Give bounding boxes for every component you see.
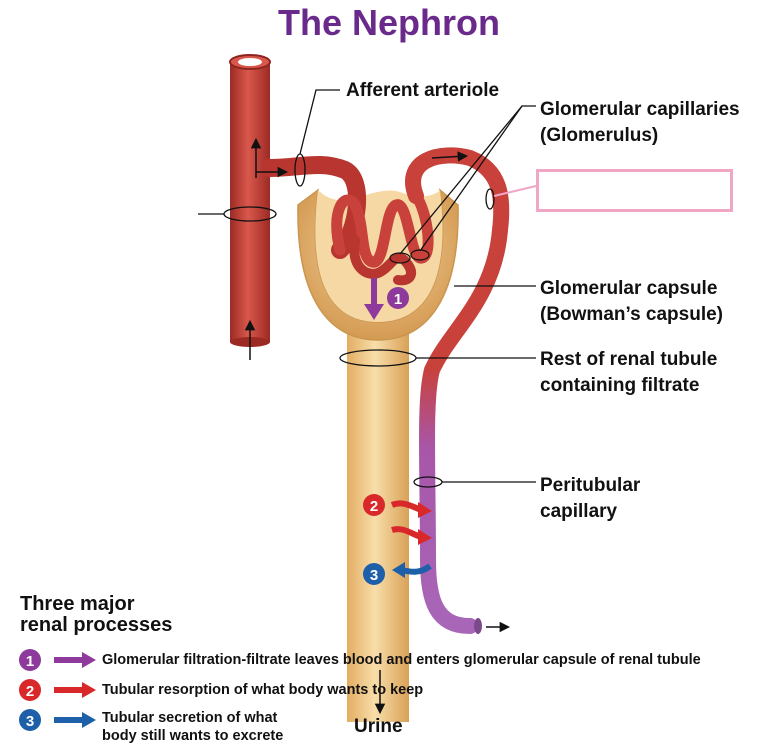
process-3-text-line1: Tubular secretion of what (102, 710, 278, 726)
process-2-text: Tubular resorption of what body wants to… (102, 682, 424, 698)
label-glomerular-capillaries: Glomerular capillaries (540, 99, 740, 120)
process-3-text-line2: body still wants to excrete (102, 728, 284, 744)
leader-efferent-blank (493, 185, 537, 197)
label-containing-filtrate: containing filtrate (540, 375, 700, 396)
label-afferent-arteriole: Afferent arteriole (346, 80, 500, 101)
leader-afferent (299, 89, 340, 155)
label-glomerular-capsule: Glomerular capsule (540, 278, 718, 299)
processes-heading: Three major renal processes (20, 594, 172, 636)
label-rest-of-tubule: Rest of renal tubule (540, 349, 718, 370)
filtration-arrow-head (364, 304, 384, 320)
page-title: The Nephron (278, 2, 500, 43)
ring-efferent (485, 188, 495, 210)
badge-2-diagram (363, 494, 385, 516)
legend-badge-3 (19, 709, 41, 731)
legend-arrow-2-head (82, 682, 96, 698)
legend-arrow-3-head (82, 712, 96, 728)
renal-tubule (347, 330, 409, 722)
glomerulus-loops (331, 190, 434, 268)
afferent-arteriole (261, 156, 367, 259)
label-bowmans-capsule: (Bowman’s capsule) (540, 304, 724, 325)
badge-1-diagram-num: 1 (394, 291, 402, 308)
capillary-end (474, 618, 482, 634)
label-urine: Urine (354, 716, 403, 737)
badge-1-diagram (387, 287, 409, 309)
arteriole-vessel (230, 62, 270, 342)
label-glomerulus: (Glomerulus) (540, 125, 659, 146)
legend-badge-2-num: 2 (26, 683, 34, 700)
legend-badge-2 (19, 679, 41, 701)
process-1-text: Glomerular filtration-filtrate leaves bl… (102, 652, 701, 668)
legend-badge-1-num: 1 (26, 653, 34, 670)
legend-badge-3-num: 3 (26, 713, 34, 730)
processes-heading-line1: Three major (20, 593, 135, 615)
glomerulus-inner (349, 235, 416, 286)
legend-arrow-1-head (82, 652, 96, 668)
arrow-right-efferent (431, 151, 469, 162)
leader-glomerulus-b (419, 105, 523, 252)
resorption-arrow-b-head (418, 529, 432, 545)
badge-3-diagram-num: 3 (370, 567, 378, 584)
vessel-lumen (238, 58, 262, 66)
badge-3-diagram (363, 563, 385, 585)
secretion-arrow-head (392, 562, 405, 578)
blank-label-box[interactable] (536, 169, 733, 212)
label-capillary: capillary (540, 501, 618, 522)
legend-badge-1 (19, 649, 41, 671)
badge-2-diagram-num: 2 (370, 498, 378, 515)
label-peritubular: Peritubular (540, 475, 641, 496)
processes-heading-line2: renal processes (20, 614, 173, 636)
resorption-arrow-a-head (418, 502, 432, 518)
